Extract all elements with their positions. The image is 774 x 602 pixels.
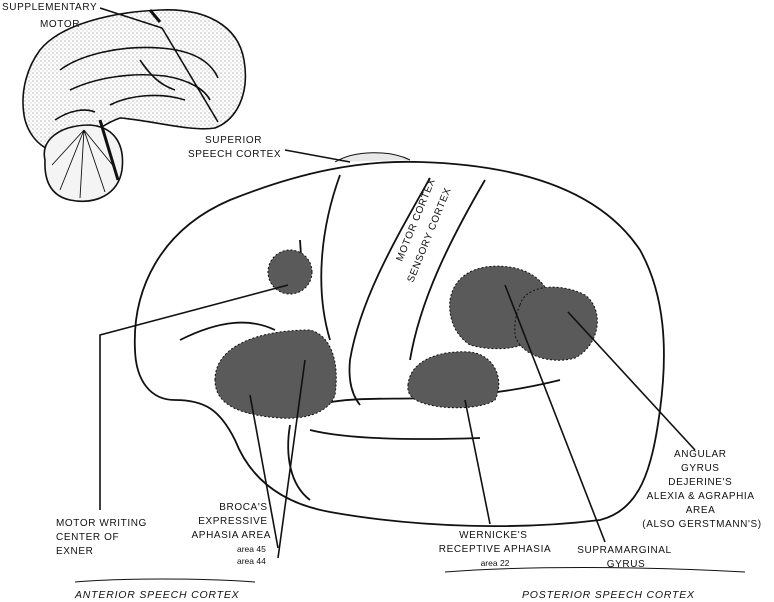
- anterior-speech-cortex-caption: ANTERIOR SPEECH CORTEX: [74, 589, 240, 601]
- broca-area-44: area 44: [237, 556, 266, 566]
- exner-region: [267, 249, 313, 295]
- wernicke-area-22: area 22: [481, 558, 510, 568]
- broca-area-45: area 45: [237, 544, 266, 554]
- brace-lines: [74, 567, 746, 583]
- angular-gyrus-label: ANGULAR GYRUS DEJERINE'S ALEXIA & AGRAPH…: [642, 449, 761, 530]
- supplementary-motor-label: SUPPLEMENTARY MOTOR: [2, 2, 100, 30]
- broca-region: [214, 329, 337, 419]
- wernicke-region: [407, 351, 500, 409]
- exner-label: MOTOR WRITING CENTER OF EXNER: [56, 518, 150, 557]
- medial-brain-inset: [22, 9, 247, 202]
- broca-label: BROCA'S EXPRESSIVE APHASIA AREA: [192, 502, 271, 541]
- lateral-brain-outline: [133, 152, 665, 528]
- angular-region: [514, 286, 598, 361]
- speech-regions: [214, 249, 598, 419]
- wernicke-label: WERNICKE'S RECEPTIVE APHASIA: [439, 530, 551, 555]
- posterior-speech-cortex-caption: POSTERIOR SPEECH CORTEX: [522, 589, 695, 601]
- superior-speech-cortex-label: SUPERIOR SPEECH CORTEX: [188, 135, 281, 160]
- leader-lines: [99, 7, 696, 559]
- supramarginal-gyrus-label: SUPRAMARGINAL GYRUS: [577, 545, 675, 570]
